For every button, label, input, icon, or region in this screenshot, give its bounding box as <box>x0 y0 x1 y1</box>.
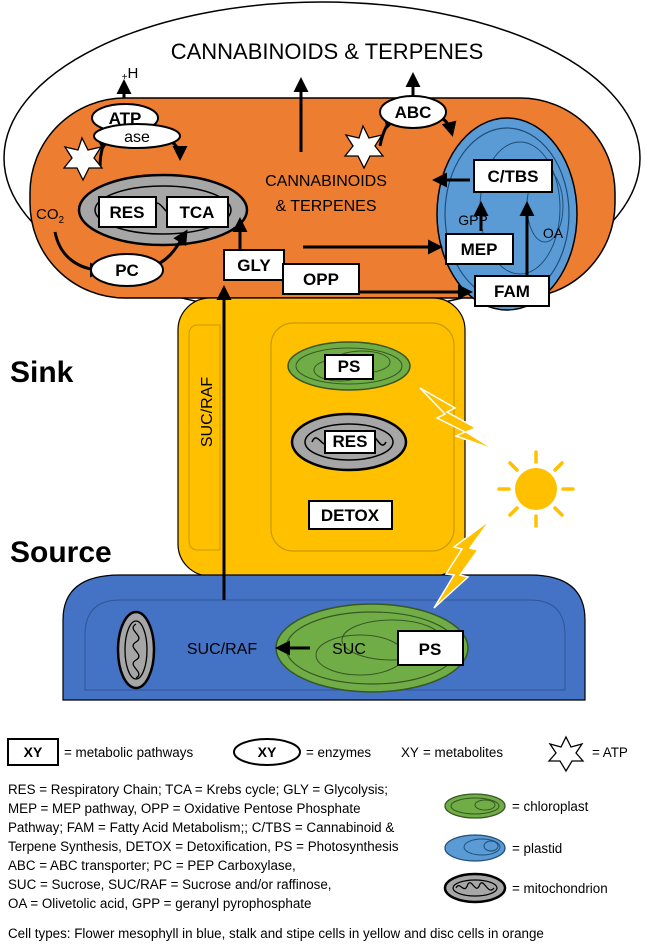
res-box-disc <box>98 196 157 228</box>
tca-box <box>166 196 229 228</box>
abbrev-line-2: MEP = MEP pathway, OPP = Oxidative Pento… <box>8 801 361 816</box>
abc-label: ABC <box>395 103 432 122</box>
h-plus-label: H <box>128 65 139 82</box>
cannabinoids-metabolite-line1: CANNABINOIDS <box>265 173 387 190</box>
abbrev-line-6: SUC = Sucrose, SUC/RAF = Sucrose and/or … <box>8 877 332 892</box>
abbrev-line-3: Pathway; FAM = Fatty Acid Metabolism;; C… <box>8 820 394 835</box>
mep-box <box>445 233 514 265</box>
fam-label: FAM <box>494 282 530 301</box>
abbrev-line-7: OA = Olivetolic acid, GPP = geranyl pyro… <box>8 896 311 911</box>
svg-text:+H: +H <box>122 65 139 83</box>
gly-label: GLY <box>237 256 271 275</box>
sink-label: Sink <box>10 356 74 389</box>
cell-types-caption: Cell types: Flower mesophyll in blue, st… <box>8 926 544 941</box>
suc-label-mesophyll: SUC <box>332 641 366 658</box>
res-label-stalk: RES <box>333 432 368 451</box>
fam-box <box>474 275 550 307</box>
suc-raf-label-mesophyll: SUC/RAF <box>187 641 257 658</box>
atpase-label-top: ATP <box>109 109 142 128</box>
lightning-bolt-icon <box>433 519 491 609</box>
atpase-label-bottom: ase <box>124 129 150 146</box>
tca-label: TCA <box>180 203 215 222</box>
atpase-enzyme <box>91 103 181 149</box>
pc-enzyme <box>90 253 164 287</box>
pc-label: PC <box>115 261 139 280</box>
suc-raf-label-stalk: SUC/RAF <box>199 377 216 447</box>
abbrev-line-4: Terpene Synthesis, DETOX = Detoxificatio… <box>8 839 399 854</box>
res-label-disc: RES <box>110 203 145 222</box>
gpp-label: GPP <box>458 212 488 228</box>
ps-label-stalk: PS <box>338 357 361 376</box>
ctbs-box <box>473 159 553 193</box>
opp-label: OPP <box>303 270 339 289</box>
oa-label: OA <box>543 225 564 241</box>
ps-box-stalk <box>324 354 374 380</box>
legend-atp-star-icon <box>547 735 585 773</box>
sun-icon <box>497 450 575 528</box>
legend-enzyme-symbol: XY <box>258 744 277 760</box>
h-plus-sign: + <box>122 72 128 83</box>
legend-atp-label: = ATP <box>592 745 628 760</box>
ps-box-mesophyll <box>397 630 464 666</box>
mitochondrion-mesophyll <box>116 610 156 690</box>
atp-star-icon <box>62 136 104 182</box>
legend-enzyme-swatch <box>233 738 301 766</box>
co2-subscript: 2 <box>59 215 65 226</box>
legend-pathway-label: = metabolic pathways <box>64 745 193 760</box>
legend-enzyme-label: = enzymes <box>306 745 371 760</box>
co2-text: CO <box>36 206 59 223</box>
abc-transporter-enzyme <box>379 95 447 129</box>
legend-plastid-icon <box>444 834 506 862</box>
detox-label: DETOX <box>321 506 380 525</box>
legend-metabolite-symbol: XY <box>401 745 419 760</box>
legend-chloroplast-icon <box>444 793 506 819</box>
ps-label-mesophyll: PS <box>419 640 442 659</box>
abbrev-line-5: ABC = ABC transporter; PC = PEP Carboxyl… <box>8 858 296 873</box>
legend-pathway-swatch <box>7 738 59 766</box>
legend: XY = metabolic pathways XY = enzymes XY … <box>7 735 628 941</box>
legend-mitochondrion-label: = mitochondrion <box>512 881 608 896</box>
res-box-stalk <box>324 430 376 454</box>
legend-mitochondrion-icon <box>443 872 507 904</box>
cannabinoids-metabolite-line2: & TERPENES <box>275 198 376 215</box>
legend-chloroplast-label: = chloroplast <box>512 799 589 814</box>
ctbs-label: C/TBS <box>488 167 539 186</box>
lightning-bolt-icon <box>419 387 496 451</box>
abbrev-line-1: RES = Respiratory Chain; TCA = Krebs cyc… <box>8 782 388 797</box>
co2-label: CO2 <box>36 206 65 226</box>
atp-star-icon <box>343 124 385 170</box>
legend-pathway-symbol: XY <box>24 744 43 760</box>
cannabinoids-terpenes-title: CANNABINOIDS & TERPENES <box>171 39 484 64</box>
mep-label: MEP <box>461 240 498 259</box>
source-label: Source <box>10 536 112 569</box>
detox-box <box>308 500 393 530</box>
opp-box <box>282 263 360 295</box>
legend-metabolite-label: = metabolites <box>423 745 503 760</box>
legend-plastid-label: = plastid <box>512 841 562 856</box>
